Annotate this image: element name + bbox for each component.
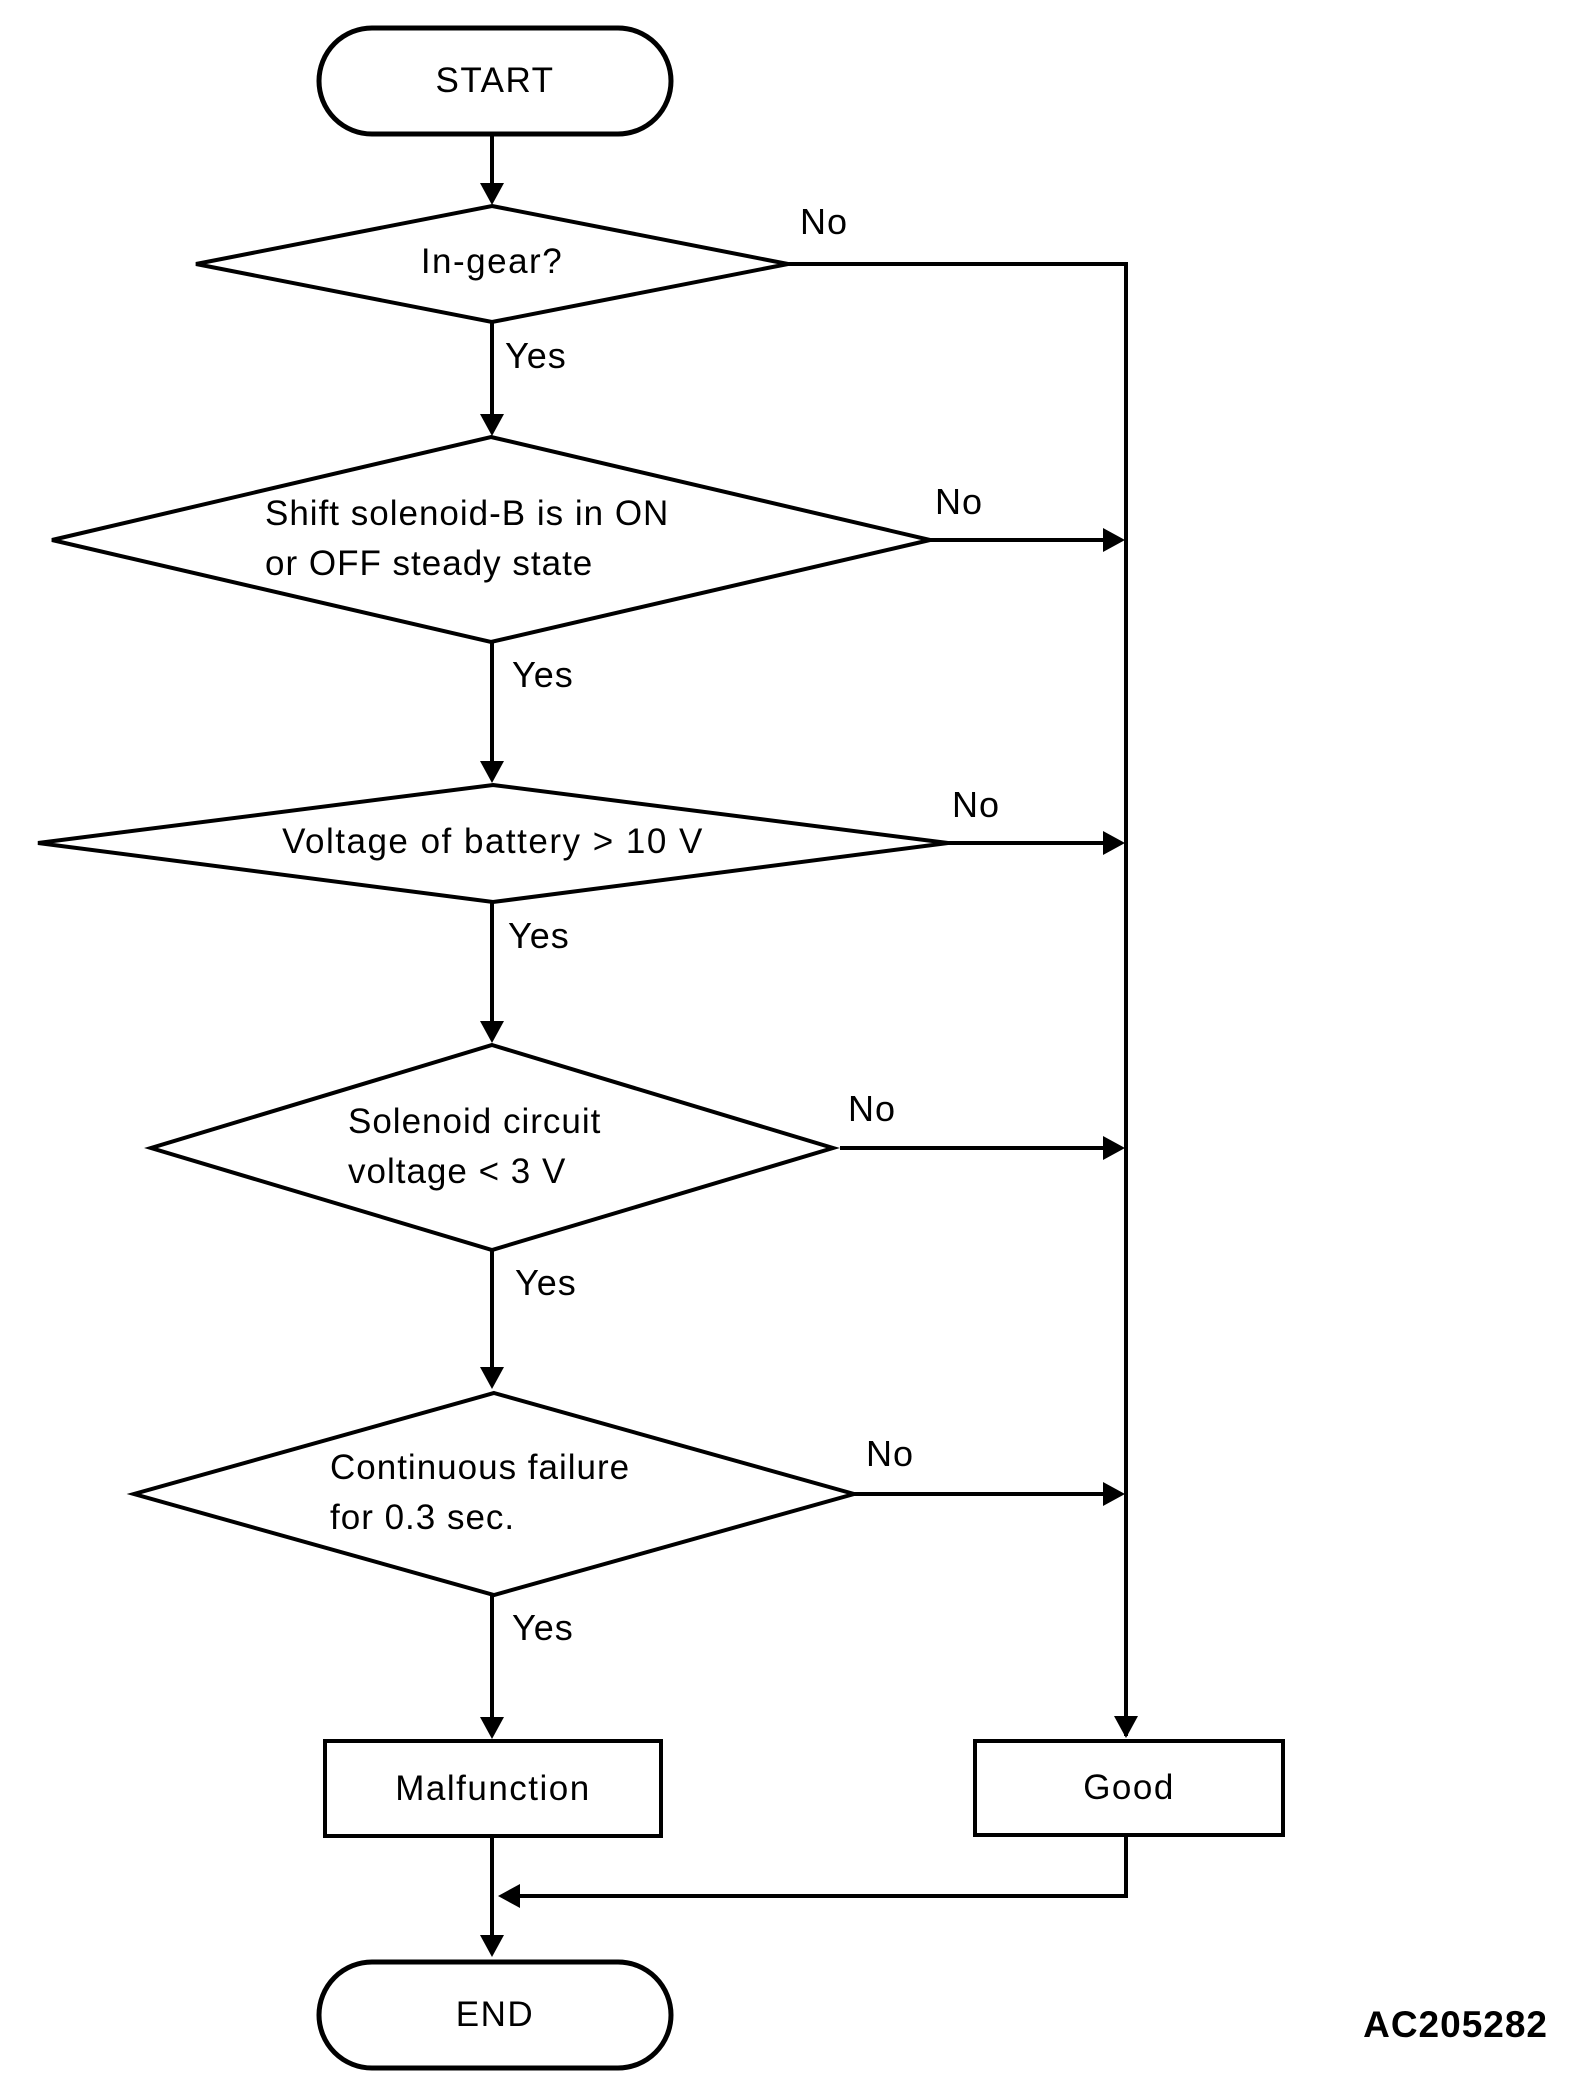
arrowhead-solenoid-circuit-no xyxy=(1103,1136,1125,1160)
arrowhead-into-shift-solenoid xyxy=(480,414,504,436)
decision-solenoid-circuit-label: Solenoid circuit voltage < 3 V xyxy=(348,1102,602,1191)
decision-continuous-failure-label: Continuous failure for 0.3 sec. xyxy=(330,1448,631,1537)
arrowhead-into-in-gear xyxy=(480,183,504,205)
process-malfunction-shape xyxy=(323,1739,663,1838)
branch-label-continuous-failure-no: No xyxy=(866,1433,915,1474)
terminator-end-label: END xyxy=(455,1995,535,2034)
decision-continuous-failure-shape xyxy=(126,1390,862,1598)
edge-in-gear-no-branch-line xyxy=(788,262,1128,1736)
decision-battery-voltage-shape xyxy=(37,782,949,905)
arrowhead-into-malfunction xyxy=(480,1717,504,1739)
branch-label-shift-solenoid-no: No xyxy=(935,481,984,522)
arrowhead-into-continuous-failure xyxy=(480,1367,504,1389)
process-good-shape xyxy=(973,1739,1285,1837)
arrowhead-good-join-left xyxy=(498,1884,520,1908)
branch-label-solenoid-circuit-no: No xyxy=(848,1088,897,1129)
decision-shift-solenoid-shape xyxy=(51,434,931,645)
branch-label-continuous-failure-yes: Yes xyxy=(512,1607,574,1648)
decision-in-gear-label: In-gear? xyxy=(420,242,564,281)
branch-label-battery-voltage-yes: Yes xyxy=(508,915,570,956)
arrowhead-continuous-failure-no xyxy=(1103,1482,1125,1506)
terminator-start-shape xyxy=(316,25,674,137)
terminator-end-shape xyxy=(316,1959,674,2071)
terminator-start-label: START xyxy=(435,61,555,100)
branch-label-in-gear-yes: Yes xyxy=(505,335,567,376)
arrowhead-into-good xyxy=(1114,1716,1138,1738)
decision-shift-solenoid-label: Shift solenoid-B is in ON or OFF steady … xyxy=(265,494,670,583)
branch-label-battery-voltage-no: No xyxy=(952,784,1001,825)
decision-solenoid-circuit-shape xyxy=(144,1042,840,1253)
process-malfunction-label: Malfunction xyxy=(395,1768,591,1808)
arrowhead-into-end xyxy=(480,1935,504,1957)
decision-in-gear-shape xyxy=(195,203,789,325)
arrowhead-into-battery-voltage xyxy=(480,761,504,783)
branch-label-shift-solenoid-yes: Yes xyxy=(512,654,574,695)
edge-good-to-end-join xyxy=(520,1835,1128,1898)
process-good-label: Good xyxy=(1083,1768,1175,1807)
figure-code: AC205282 xyxy=(1363,2004,1548,2045)
arrowhead-shift-solenoid-no xyxy=(1103,528,1125,552)
arrowhead-into-solenoid-circuit xyxy=(480,1021,504,1043)
branch-label-in-gear-no: No xyxy=(800,201,849,242)
branch-label-solenoid-circuit-yes: Yes xyxy=(515,1262,577,1303)
decision-battery-voltage-label: Voltage of battery > 10 V xyxy=(282,822,704,861)
arrowhead-battery-voltage-no xyxy=(1103,831,1125,855)
